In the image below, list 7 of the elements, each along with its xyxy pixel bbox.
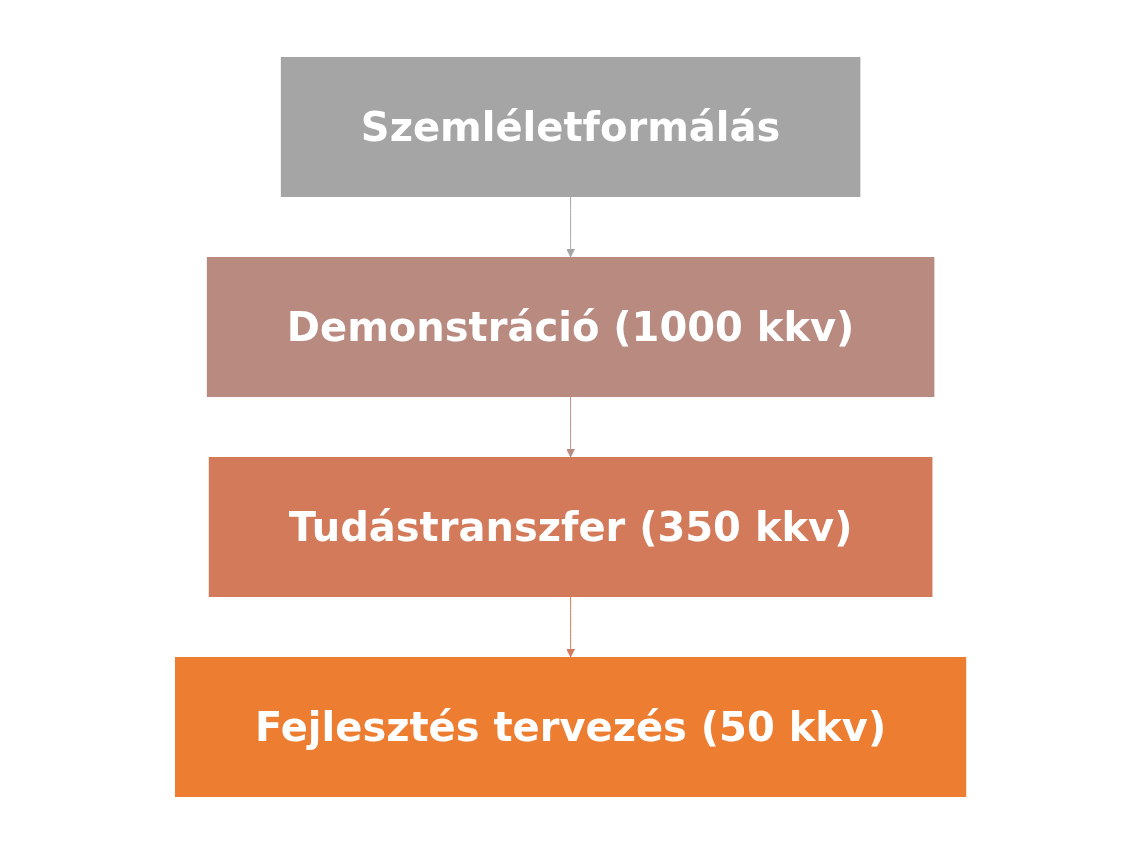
node-box: Demonstráció (1000 kkv) (207, 257, 935, 397)
node-box: Fejlesztés tervezés (50 kkv) (175, 657, 967, 797)
node-box: Tudástranszfer (350 kkv) (209, 457, 933, 597)
node-box: Szemléletformálás (281, 57, 861, 197)
arrow (566, 196, 576, 258)
arrow (566, 396, 576, 458)
arrow (566, 596, 576, 658)
